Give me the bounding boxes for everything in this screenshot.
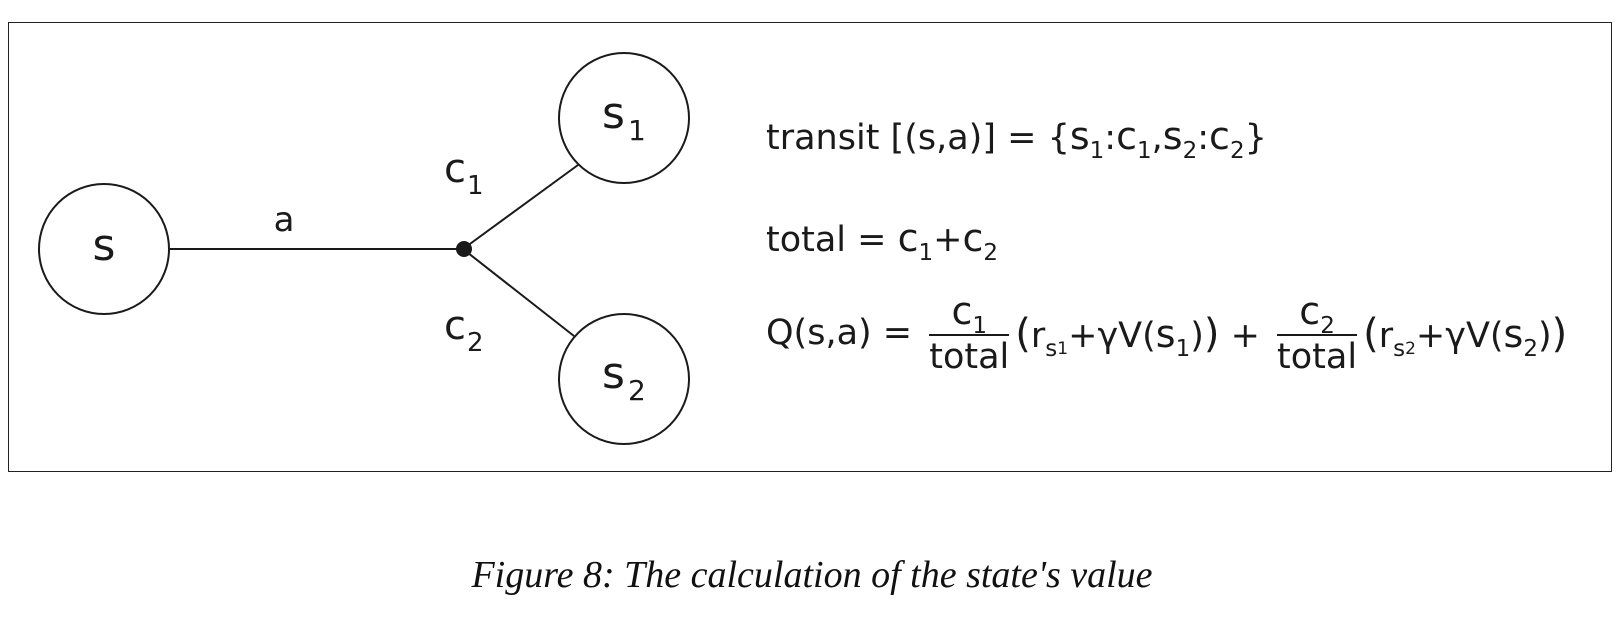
node-s1 (558, 52, 690, 184)
transit-c2: c (1209, 114, 1230, 158)
total-c2: c (962, 216, 984, 260)
transit-colon-2: : (1197, 118, 1210, 158)
q-fraction-1-numerator: c1 (929, 289, 1010, 339)
branch-point (456, 241, 472, 257)
branch-edge-s1 (462, 164, 579, 250)
node-s (38, 183, 170, 315)
transit-c2-sub: 2 (1229, 138, 1245, 164)
q-r1-subsub: 1 (1057, 338, 1069, 359)
q-inner-close-1: ) (1190, 315, 1204, 356)
total-plus: + (933, 220, 963, 260)
transit-lhs: transit [(s,a)] = (766, 118, 1048, 158)
figure-frame (8, 22, 1612, 472)
transit-close-brace: } (1244, 118, 1267, 158)
q-close-paren-1: ) (1203, 310, 1220, 357)
q-s1-sub: 1 (1175, 335, 1191, 362)
q-gamma-v-1: γV( (1097, 315, 1156, 356)
q-s2-sub: 2 (1523, 335, 1538, 362)
c2-label: c (444, 303, 466, 349)
q-r2: r (1378, 315, 1394, 356)
total-equation: total = c1+c2 (766, 216, 998, 265)
node-s2 (558, 313, 690, 445)
transit-c1: c (1116, 114, 1137, 158)
q-c1-sub: 1 (972, 313, 988, 339)
q-lhs: Q(s,a) = (766, 313, 924, 353)
total-lhs: total = (766, 220, 898, 260)
transit-s1: s (1069, 114, 1090, 158)
q-plus-1: + (1068, 315, 1098, 356)
total-c1-sub: 1 (918, 240, 934, 266)
q-c2-sub: 2 (1320, 313, 1335, 339)
q-term-1: (rs1+γV(s1)) + (1015, 314, 1272, 361)
transit-s1-sub: 1 (1089, 138, 1105, 164)
transit-colon-1: : (1104, 118, 1117, 158)
q-s2: s (1503, 311, 1524, 356)
q-open-paren-1: ( (1015, 310, 1031, 357)
q-plus-2: + (1415, 315, 1446, 356)
c1-subscript: 1 (467, 171, 484, 201)
q-c1: c (951, 289, 973, 333)
transit-s2: s (1162, 114, 1183, 158)
q-term-2: (rs2+γV(s2)) (1363, 314, 1567, 361)
action-label: a (274, 200, 295, 240)
c2-subscript: 2 (467, 328, 484, 358)
q-r1: r (1030, 315, 1046, 356)
total-c1: c (897, 216, 919, 260)
branch-edge-s2 (462, 248, 575, 337)
transit-s2-sub: 2 (1182, 138, 1198, 164)
q-r2-sub: s (1393, 335, 1406, 362)
node-s1-subscript: 1 (628, 114, 646, 147)
transit-equation: transit [(s,a)] = {s1:c1,s2:c2} (766, 114, 1267, 163)
q-open-paren-2: ( (1363, 310, 1379, 357)
node-s1-label: s (602, 88, 625, 139)
total-c2-sub: 2 (983, 240, 999, 266)
transit-comma: , (1151, 118, 1163, 158)
figure-caption: Figure 8: The calculation of the state's… (471, 554, 1153, 596)
node-s2-label: s (602, 348, 625, 399)
q-fraction-1-denominator: total (929, 337, 1010, 377)
c1-label: c (444, 146, 466, 192)
q-fraction-2-numerator: c2 (1277, 289, 1358, 339)
transit-c1-sub: 1 (1137, 138, 1152, 164)
q-fraction-2-denominator: total (1277, 337, 1358, 377)
q-gamma-v-2: γV( (1445, 315, 1504, 356)
q-inner-close-2: ) (1538, 315, 1552, 356)
q-s1: s (1155, 311, 1176, 356)
q-close-paren-2: ) (1551, 310, 1568, 357)
q-r2-subsub: 2 (1405, 338, 1416, 359)
q-between-plus: + (1219, 315, 1272, 356)
q-c2: c (1299, 289, 1321, 333)
q-r1-sub: s (1045, 335, 1058, 362)
node-s-label: s (93, 220, 116, 271)
transit-open-brace: { (1047, 118, 1070, 158)
node-s2-subscript: 2 (628, 374, 646, 407)
